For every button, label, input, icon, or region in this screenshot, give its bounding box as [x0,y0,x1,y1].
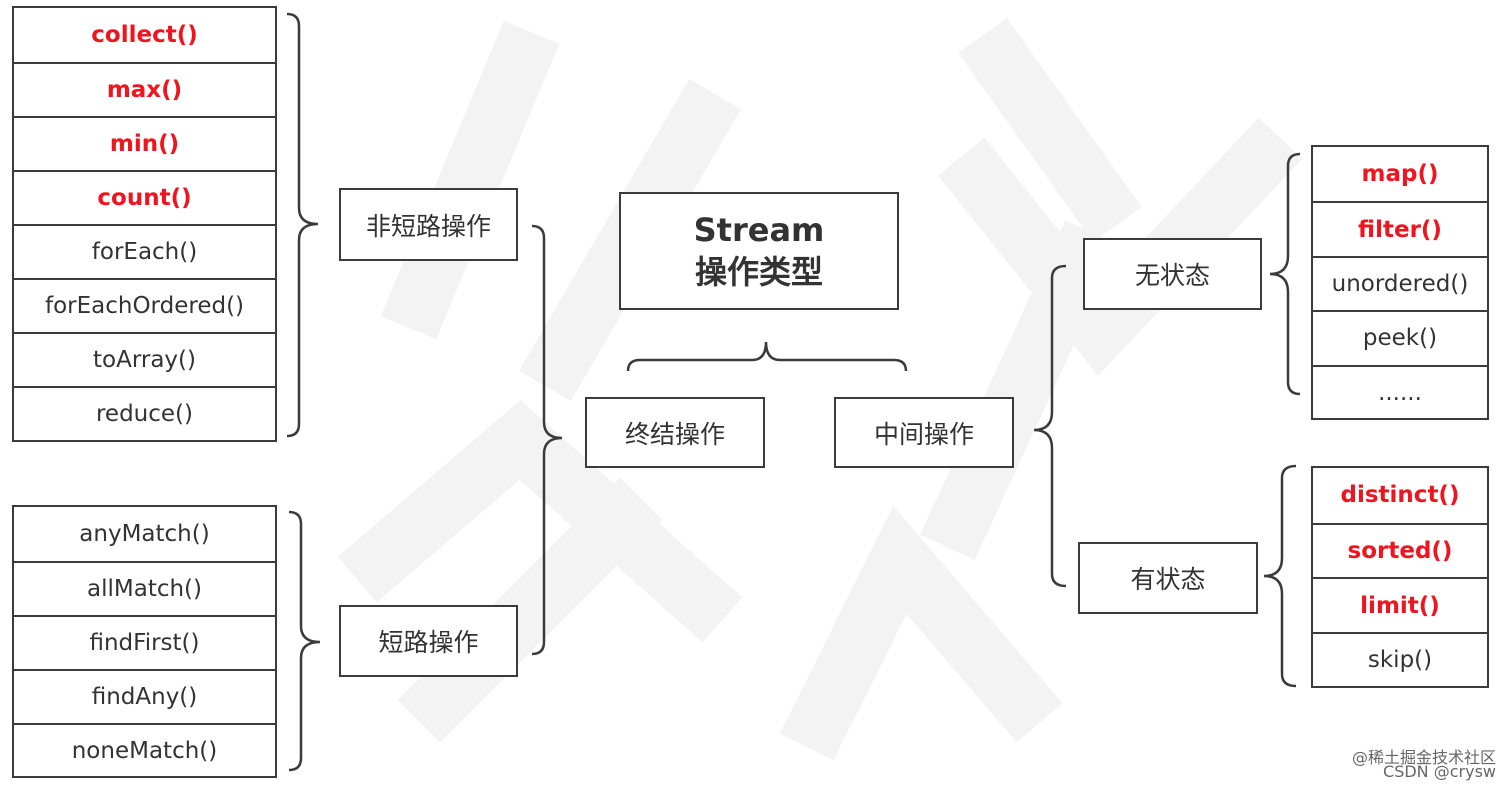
list-item: findFirst() [14,615,275,669]
list-item: forEach() [14,224,275,278]
stateful-box: 有状态 [1078,542,1258,614]
list-item: map() [1361,161,1439,188]
stateless-box: 无状态 [1083,238,1262,310]
list-item: noneMatch() [14,723,275,777]
stateful-list: distinct() sorted()limit()skip() [1311,466,1489,688]
stream-op-types-title: Stream 操作类型 [619,192,899,310]
non-short-circuit-list: collect() max()min()count()forEach()forEa… [12,6,277,442]
list-item: toArray() [14,332,275,386]
watermark-csdn: CSDN @crysw [1383,762,1496,781]
list-item: findAny() [14,669,275,723]
list-item: unordered() [1313,255,1487,310]
list-item: count() [14,170,275,224]
non-short-circuit-box: 非短路操作 [339,188,518,261]
stateful-label: 有状态 [1130,565,1206,594]
list-item: max() [14,62,275,116]
list-item: min() [14,116,275,170]
list-item: peek() [1313,310,1487,364]
stateless-label: 无状态 [1134,261,1210,290]
title-line2: 操作类型 [694,253,823,291]
list-item: forEachOrdered() [14,278,275,332]
list-item: sorted() [1313,522,1487,578]
non-short-circuit-label: 非短路操作 [365,211,491,241]
list-item: filter() [1313,201,1487,255]
intermediate-ops-label: 中间操作 [873,419,974,449]
title-line1: Stream [693,211,825,249]
list-item: ...... [1313,364,1487,419]
stateless-list: map() filter()unordered()peek()...... [1311,145,1489,420]
short-circuit-list: anyMatch() allMatch()findFirst()findAny()… [12,505,277,778]
terminal-ops-box: 终结操作 [585,397,765,468]
list-item: collect() [91,22,198,48]
list-item: anyMatch() [79,521,210,547]
terminal-ops-label: 终结操作 [624,419,725,449]
list-item: skip() [1313,632,1487,687]
list-item: limit() [1313,577,1487,632]
list-item: allMatch() [14,561,275,615]
list-item: reduce() [14,386,275,440]
short-circuit-box: 短路操作 [339,605,518,677]
watermark-juejin: @稀土掘金技术社区 [1351,748,1496,767]
short-circuit-label: 短路操作 [378,628,479,657]
list-item: distinct() [1340,482,1460,509]
intermediate-ops-box: 中间操作 [834,397,1014,468]
